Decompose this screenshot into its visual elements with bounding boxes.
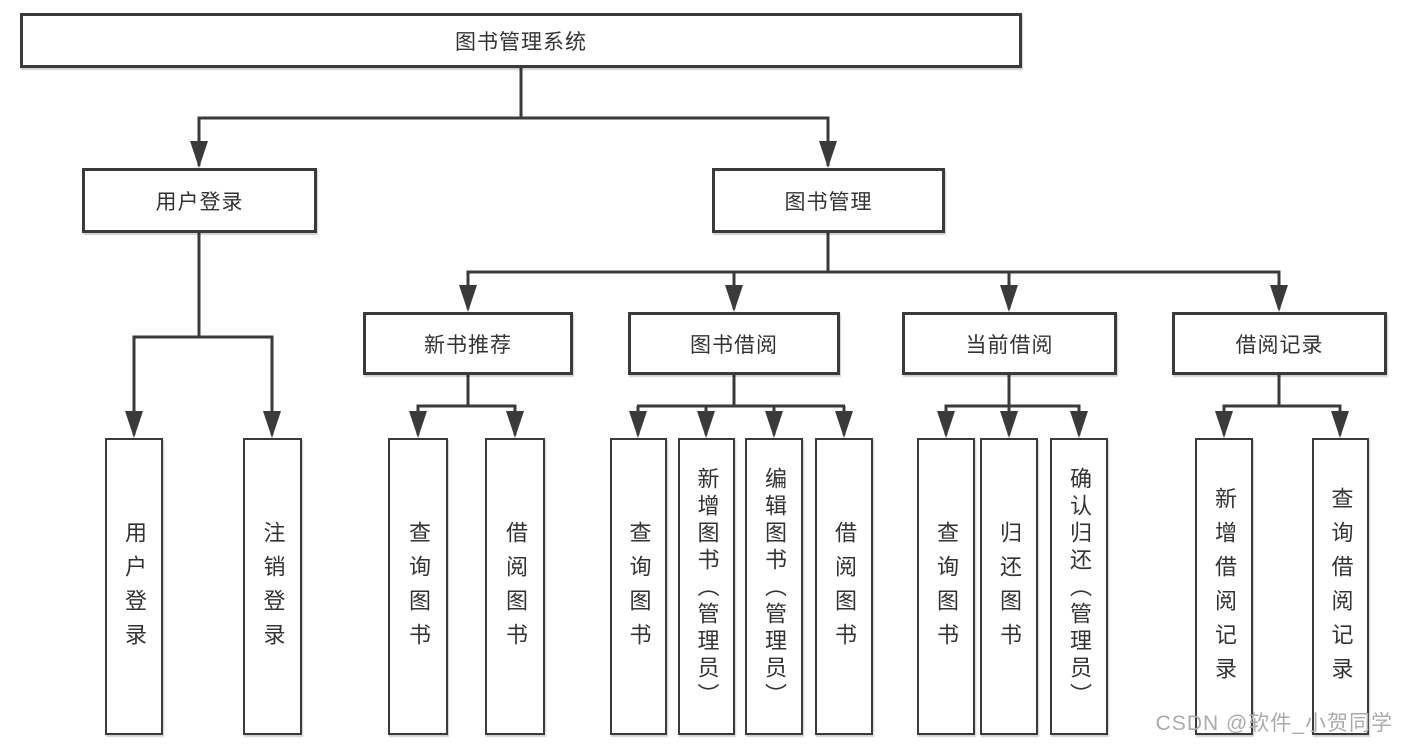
leaf-user-login: 用户登录 — [105, 438, 163, 735]
connector-current-borrow-to-leaves — [937, 375, 1088, 438]
arrowhead — [1215, 411, 1233, 438]
leaf-borrow-books: 借阅图书 — [485, 438, 545, 735]
connector-new-book-recommend-to-leaves — [409, 375, 524, 438]
csdn-watermark: CSDN @软件_小贺同学 — [1155, 712, 1393, 735]
arrowhead — [263, 411, 281, 438]
leaf-query-borrow-record: 查询借阅记录 — [1312, 438, 1369, 735]
connector-root-to-branches — [190, 68, 837, 168]
leaf-return-books: 归还图书 — [980, 438, 1038, 735]
arrowhead — [1070, 411, 1088, 438]
section-new-book-recommend: 新书推荐 — [363, 312, 573, 375]
section-book-borrow: 图书借阅 — [628, 312, 840, 375]
leaf-query-books-3: 查询图书 — [917, 438, 975, 735]
arrowhead — [765, 411, 783, 438]
branch-book-management: 图书管理 — [712, 168, 945, 233]
section-borrow-records: 借阅记录 — [1172, 312, 1387, 375]
leaf-edit-books-admin: 编辑图书（管理员） — [745, 438, 803, 735]
arrowhead — [190, 141, 208, 168]
arrowhead — [819, 141, 837, 168]
section-current-borrow: 当前借阅 — [902, 312, 1117, 375]
arrowhead — [1270, 285, 1288, 312]
leaf-logout-login: 注销登录 — [243, 438, 302, 735]
leaf-query-books: 查询图书 — [388, 438, 448, 735]
arrowhead — [459, 285, 477, 312]
leaf-query-books-2: 查询图书 — [610, 438, 667, 735]
root-node-library-system: 图书管理系统 — [20, 13, 1022, 68]
arrowhead — [697, 411, 715, 438]
arrowhead — [1000, 411, 1018, 438]
leaf-borrow-books-2: 借阅图书 — [815, 438, 873, 735]
leaf-confirm-return-admin: 确认归还（管理员） — [1050, 438, 1108, 735]
leaf-add-books-admin: 新增图书（管理员） — [678, 438, 735, 735]
arrowhead — [835, 411, 853, 438]
connector-user-login-to-leaves — [125, 233, 281, 438]
arrowhead — [937, 411, 955, 438]
arrowhead — [725, 285, 743, 312]
arrowhead — [409, 411, 427, 438]
connector-book-management-to-sections — [459, 233, 1288, 312]
arrowhead — [629, 411, 647, 438]
connector-book-borrow-to-leaves — [629, 375, 853, 438]
arrowhead — [1000, 285, 1018, 312]
branch-user-login: 用户登录 — [82, 168, 317, 233]
connector-borrow-records-to-leaves — [1215, 375, 1349, 438]
arrowhead — [506, 411, 524, 438]
arrowhead — [125, 411, 143, 438]
arrowhead — [1331, 411, 1349, 438]
leaf-add-borrow-record: 新增借阅记录 — [1195, 438, 1253, 735]
